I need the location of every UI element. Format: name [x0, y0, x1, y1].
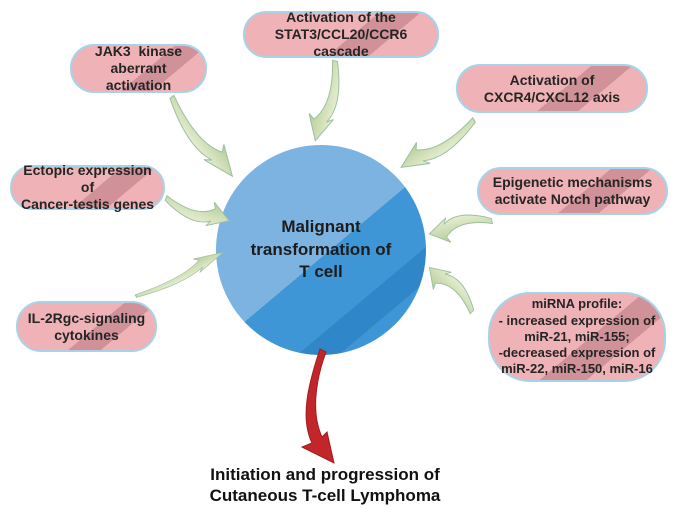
- factor-box-stat3-cascade: Activation of the STAT3/CCL20/CCR6 casca…: [243, 9, 439, 59]
- arrow-epigenetic-to-center: [426, 208, 496, 247]
- arrow-mirna-to-center: [419, 258, 482, 322]
- arrow-il2rgc-to-center: [132, 245, 227, 304]
- center-node-label: Malignant transformation of T cell: [250, 217, 392, 282]
- factor-box-il2rgc-cytokines: IL-2Rgc-signaling cytokines: [16, 301, 157, 352]
- factor-box-jak3: JAK3 kinase aberrant activation: [70, 43, 207, 93]
- arrow-center-to-outcome: [300, 348, 335, 464]
- outcome-label: Initiation and progression of Cutaneous …: [209, 465, 441, 506]
- arrow-cxcr4-to-center: [393, 108, 482, 179]
- arrow-stat3-to-center: [302, 57, 348, 145]
- factor-box-cxcr4-axis: Activation of CXCR4/CXCL12 axis: [456, 64, 648, 113]
- arrow-jak3-to-center: [161, 88, 243, 185]
- center-node: Malignant transformation of T cell: [216, 145, 426, 355]
- factor-box-notch-pathway: Epigenetic mechanisms activate Notch pat…: [477, 167, 668, 215]
- factor-box-mirna-profile: miRNA profile: - increased expression of…: [488, 292, 666, 382]
- factor-box-cancer-testis-genes: Ectopic expression of Cancer-testis gene…: [10, 162, 165, 212]
